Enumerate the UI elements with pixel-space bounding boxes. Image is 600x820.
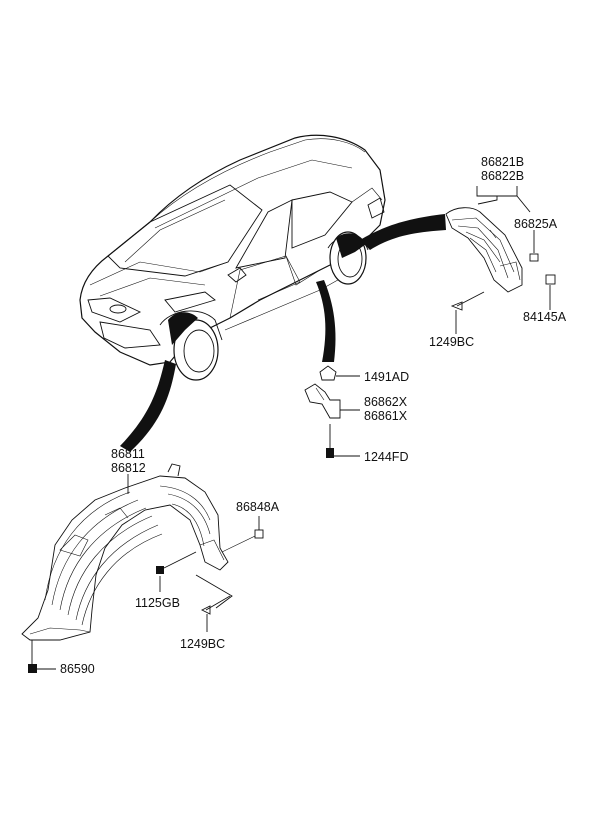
label-1244fd: 1244FD bbox=[364, 450, 408, 464]
nut-icon bbox=[254, 529, 264, 539]
rear-wheel-guard-part bbox=[445, 186, 556, 334]
screw-icon bbox=[450, 291, 485, 311]
pointer-arrows bbox=[120, 214, 446, 452]
mudguard-bracket bbox=[304, 383, 341, 419]
clip-icon bbox=[545, 274, 556, 285]
label-86821b: 86821B bbox=[481, 155, 524, 169]
label-1249bc-rear: 1249BC bbox=[429, 335, 474, 349]
vehicle-illustration bbox=[79, 134, 386, 381]
label-86812: 86812 bbox=[111, 461, 146, 475]
label-86590: 86590 bbox=[60, 662, 95, 676]
label-1125gb: 1125GB bbox=[135, 596, 180, 610]
mudguard-part bbox=[304, 365, 360, 458]
label-86861x: 86861X bbox=[364, 409, 408, 423]
nut-icon bbox=[529, 253, 539, 262]
bolt-icon bbox=[156, 566, 164, 574]
label-86848a: 86848A bbox=[236, 500, 280, 514]
label-1491ad: 1491AD bbox=[364, 370, 409, 384]
label-86822b: 86822B bbox=[481, 169, 524, 183]
label-1249bc-front: 1249BC bbox=[180, 637, 225, 651]
label-84145a: 84145A bbox=[523, 310, 567, 324]
clip-icon bbox=[319, 365, 337, 381]
clip-icon bbox=[28, 664, 37, 673]
callout-labels: 86821B 86822B 86825A 1249BC 84145A 1491A… bbox=[60, 155, 567, 676]
label-86825a: 86825A bbox=[514, 217, 558, 231]
front-wheel-guard-part bbox=[21, 463, 264, 673]
label-86862x: 86862X bbox=[364, 395, 408, 409]
screw-icon bbox=[200, 595, 231, 615]
label-86811: 86811 bbox=[111, 447, 145, 461]
